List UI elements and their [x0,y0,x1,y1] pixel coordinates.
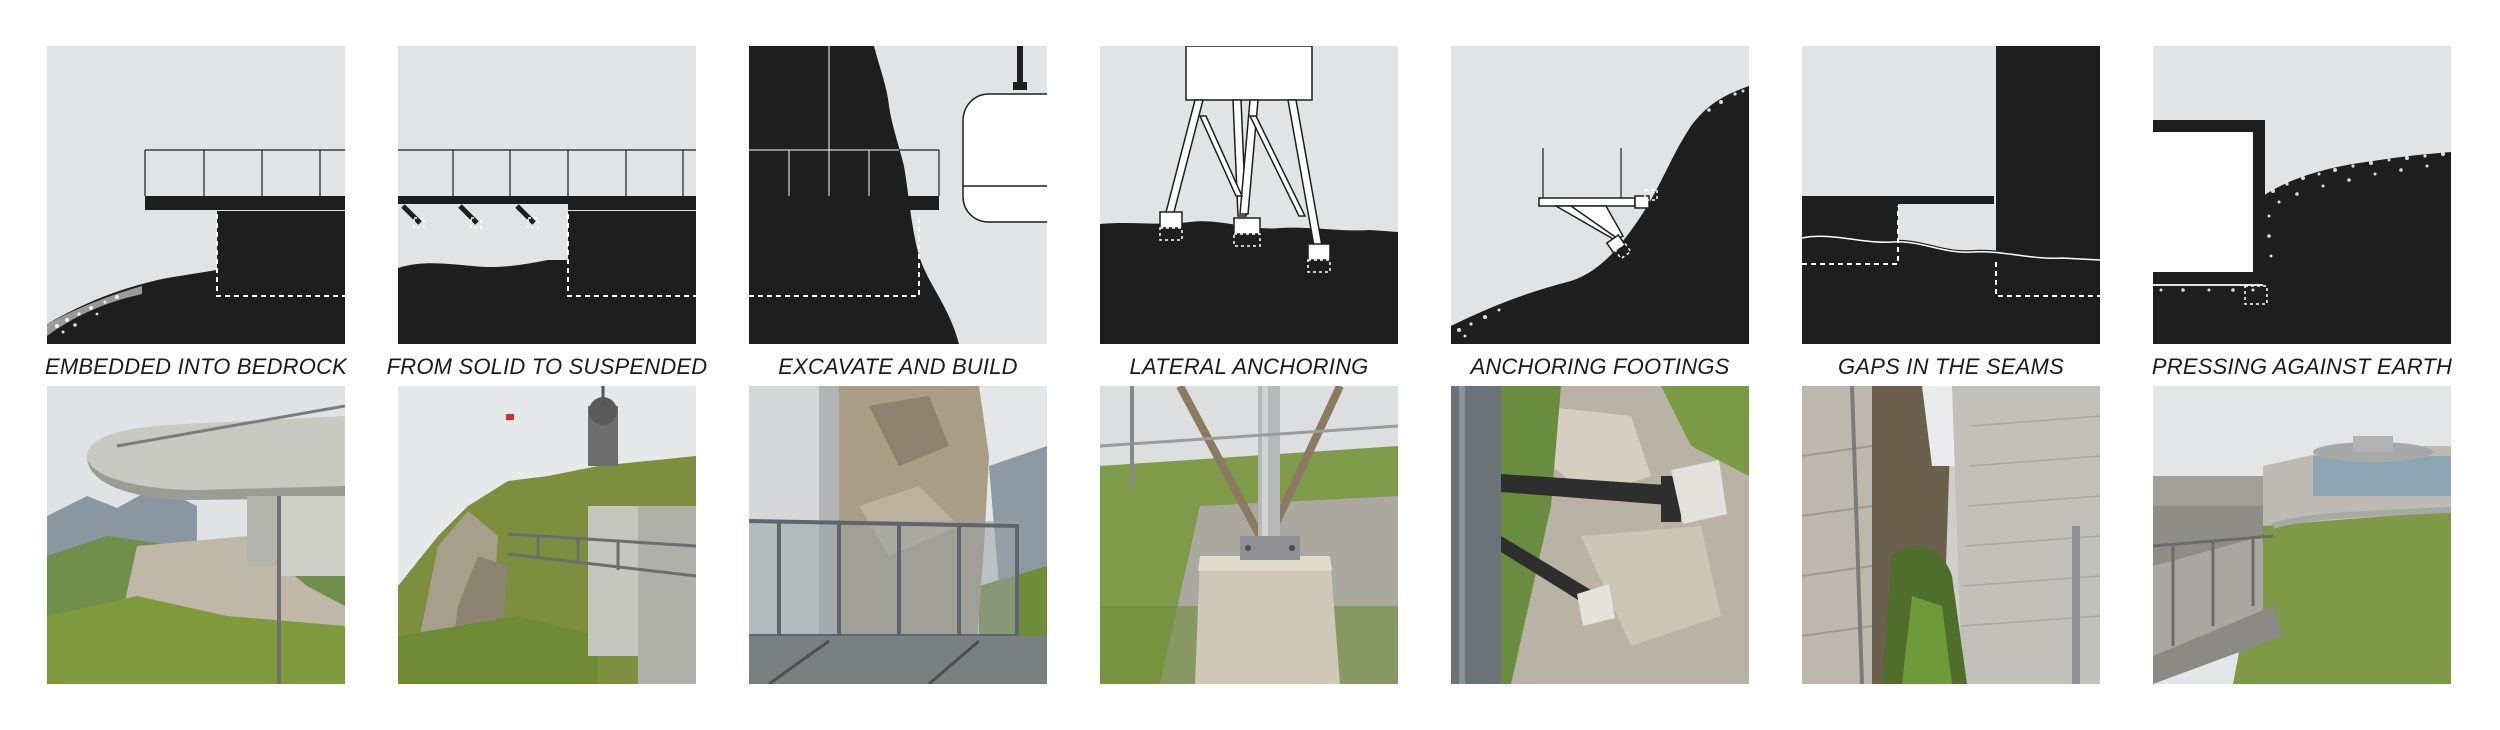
excavated-platform-diagram [749,46,1047,344]
tower-footings-diagram [1100,46,1398,344]
caption-anchoring-footings: ANCHORING FOOTINGS [1470,354,1730,379]
platform-on-bedrock-diagram [47,46,345,344]
caption-embedded-into-bedrock: EMBEDDED INTO BEDROCK [44,354,348,379]
gap-between-walls-photo [1802,386,2100,684]
bracket-on-slope-diagram [1451,46,1749,344]
panel-pressing-against-earth: PRESSING AGAINST EARTH [2152,46,2452,684]
steel-bracket-on-rock-photo [1451,386,1749,684]
caption-from-solid-to-suspended: FROM SOLID TO SUSPENDED [386,354,708,379]
caption-gaps-in-the-seams: GAPS IN THE SEAMS [1838,354,2064,379]
caption-excavate-and-build: EXCAVATE AND BUILD [778,354,1018,379]
steel-column-footing-photo [1100,386,1398,684]
retaining-wall-diagram [2153,46,2451,344]
caption-lateral-anchoring: LATERAL ANCHORING [1129,354,1369,379]
walkway-along-cliff-photo [398,386,696,684]
suspended-walkway-diagram [398,46,696,344]
building-against-hillside-photo [2153,386,2451,684]
panel-anchoring-footings: ANCHORING FOOTINGS [1451,46,1749,684]
building-seam-gap-diagram [1802,46,2100,344]
panel-excavate-and-build: EXCAVATE AND BUILD [749,46,1047,684]
caption-pressing-against-earth: PRESSING AGAINST EARTH [2151,354,2453,379]
panel-lateral-anchoring: LATERAL ANCHORING [1100,46,1398,684]
panel-from-solid-to-suspended: FROM SOLID TO SUSPENDED [387,46,707,684]
cantilevered-concrete-balcony-photo [47,386,345,684]
panel-embedded-into-bedrock: EMBEDDED INTO BEDROCK [45,46,347,684]
glass-platform-at-rock-face-photo [749,386,1047,684]
panel-gaps-in-the-seams: GAPS IN THE SEAMS [1802,46,2100,684]
